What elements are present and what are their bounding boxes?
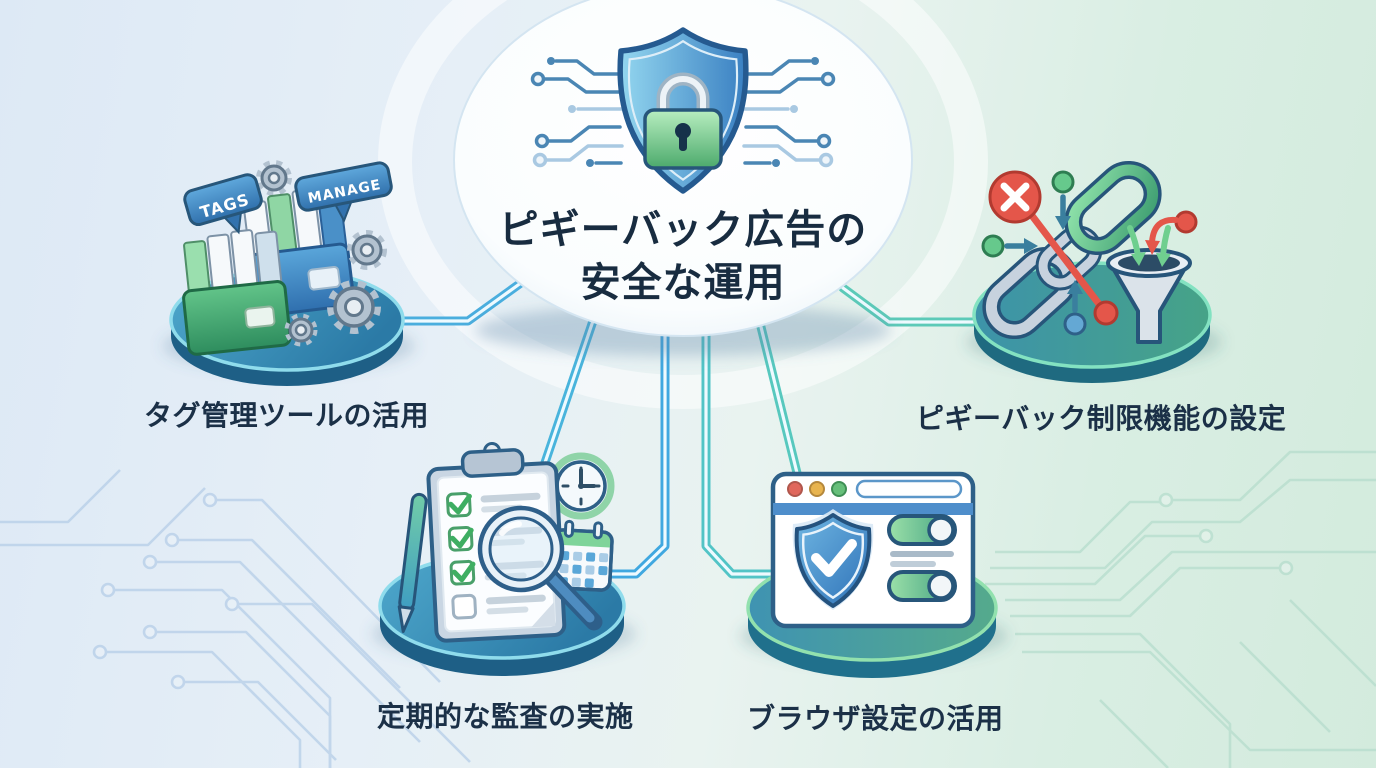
calendar-icon: [550, 519, 614, 592]
background-circuit-left-pattern: [0, 469, 471, 768]
chain-link-icon: [982, 246, 1078, 340]
funnel-flow-arrows: [1127, 210, 1198, 267]
tags-speech-bubble: TAGS: [183, 173, 263, 235]
gear-icon: [284, 313, 318, 347]
blocked-chain-funnel-icon: [981, 160, 1198, 344]
url-bar: [855, 479, 963, 499]
flow-dots-arrows: [981, 170, 1087, 336]
node-label-periodic-audit: 定期的な監査の実施: [377, 700, 634, 733]
main-title-line1: ピギーバック広告の: [498, 207, 868, 253]
node-label-browser-settings: ブラウザ設定の活用: [747, 702, 1004, 735]
node-label-tag-management: タグ管理ツールの活用: [144, 399, 430, 432]
connector-browser-vertical: [701, 329, 800, 579]
block-dot: [1093, 300, 1119, 326]
block-slash-line: [1026, 209, 1106, 312]
green-file-box: [182, 229, 292, 356]
clock-icon: [547, 452, 615, 520]
connector-restriction: [838, 283, 1005, 327]
window-dot-red: [787, 481, 803, 497]
page-title: ピギーバック広告の 安全な運用: [383, 204, 983, 310]
gear-icon: [256, 160, 292, 196]
settings-line: [890, 561, 936, 567]
shield-circuit-traces: [530, 57, 836, 168]
settings-line: [890, 551, 954, 557]
browser-shield-toggles-icon: [770, 471, 976, 629]
block-x-badge: [988, 170, 1042, 224]
shield-lock-icon: [617, 27, 749, 194]
tag-folders-gears-icon: TAGS MANAGE: [182, 160, 393, 356]
background-circuit-right-pattern: [985, 450, 1376, 768]
window-dot-green: [831, 481, 847, 497]
filter-funnel-icon: [1106, 248, 1192, 344]
toggle-switch-on: [887, 570, 957, 602]
checklist-magnifier-clock-calendar-icon: [397, 442, 615, 643]
gear-icon: [347, 230, 387, 270]
window-dot-yellow: [809, 481, 825, 497]
gear-icon: [327, 280, 381, 334]
node-label-piggyback-restriction: ピギーバック制限機能の設定: [916, 402, 1287, 435]
center-halo-ring: [378, 0, 988, 409]
pen-icon: [397, 492, 428, 633]
magnifier-icon: [477, 505, 603, 631]
toggle-switch-on: [887, 514, 957, 546]
main-title-line2: 安全な運用: [580, 260, 786, 306]
browser-shield-check-icon: [792, 509, 874, 610]
